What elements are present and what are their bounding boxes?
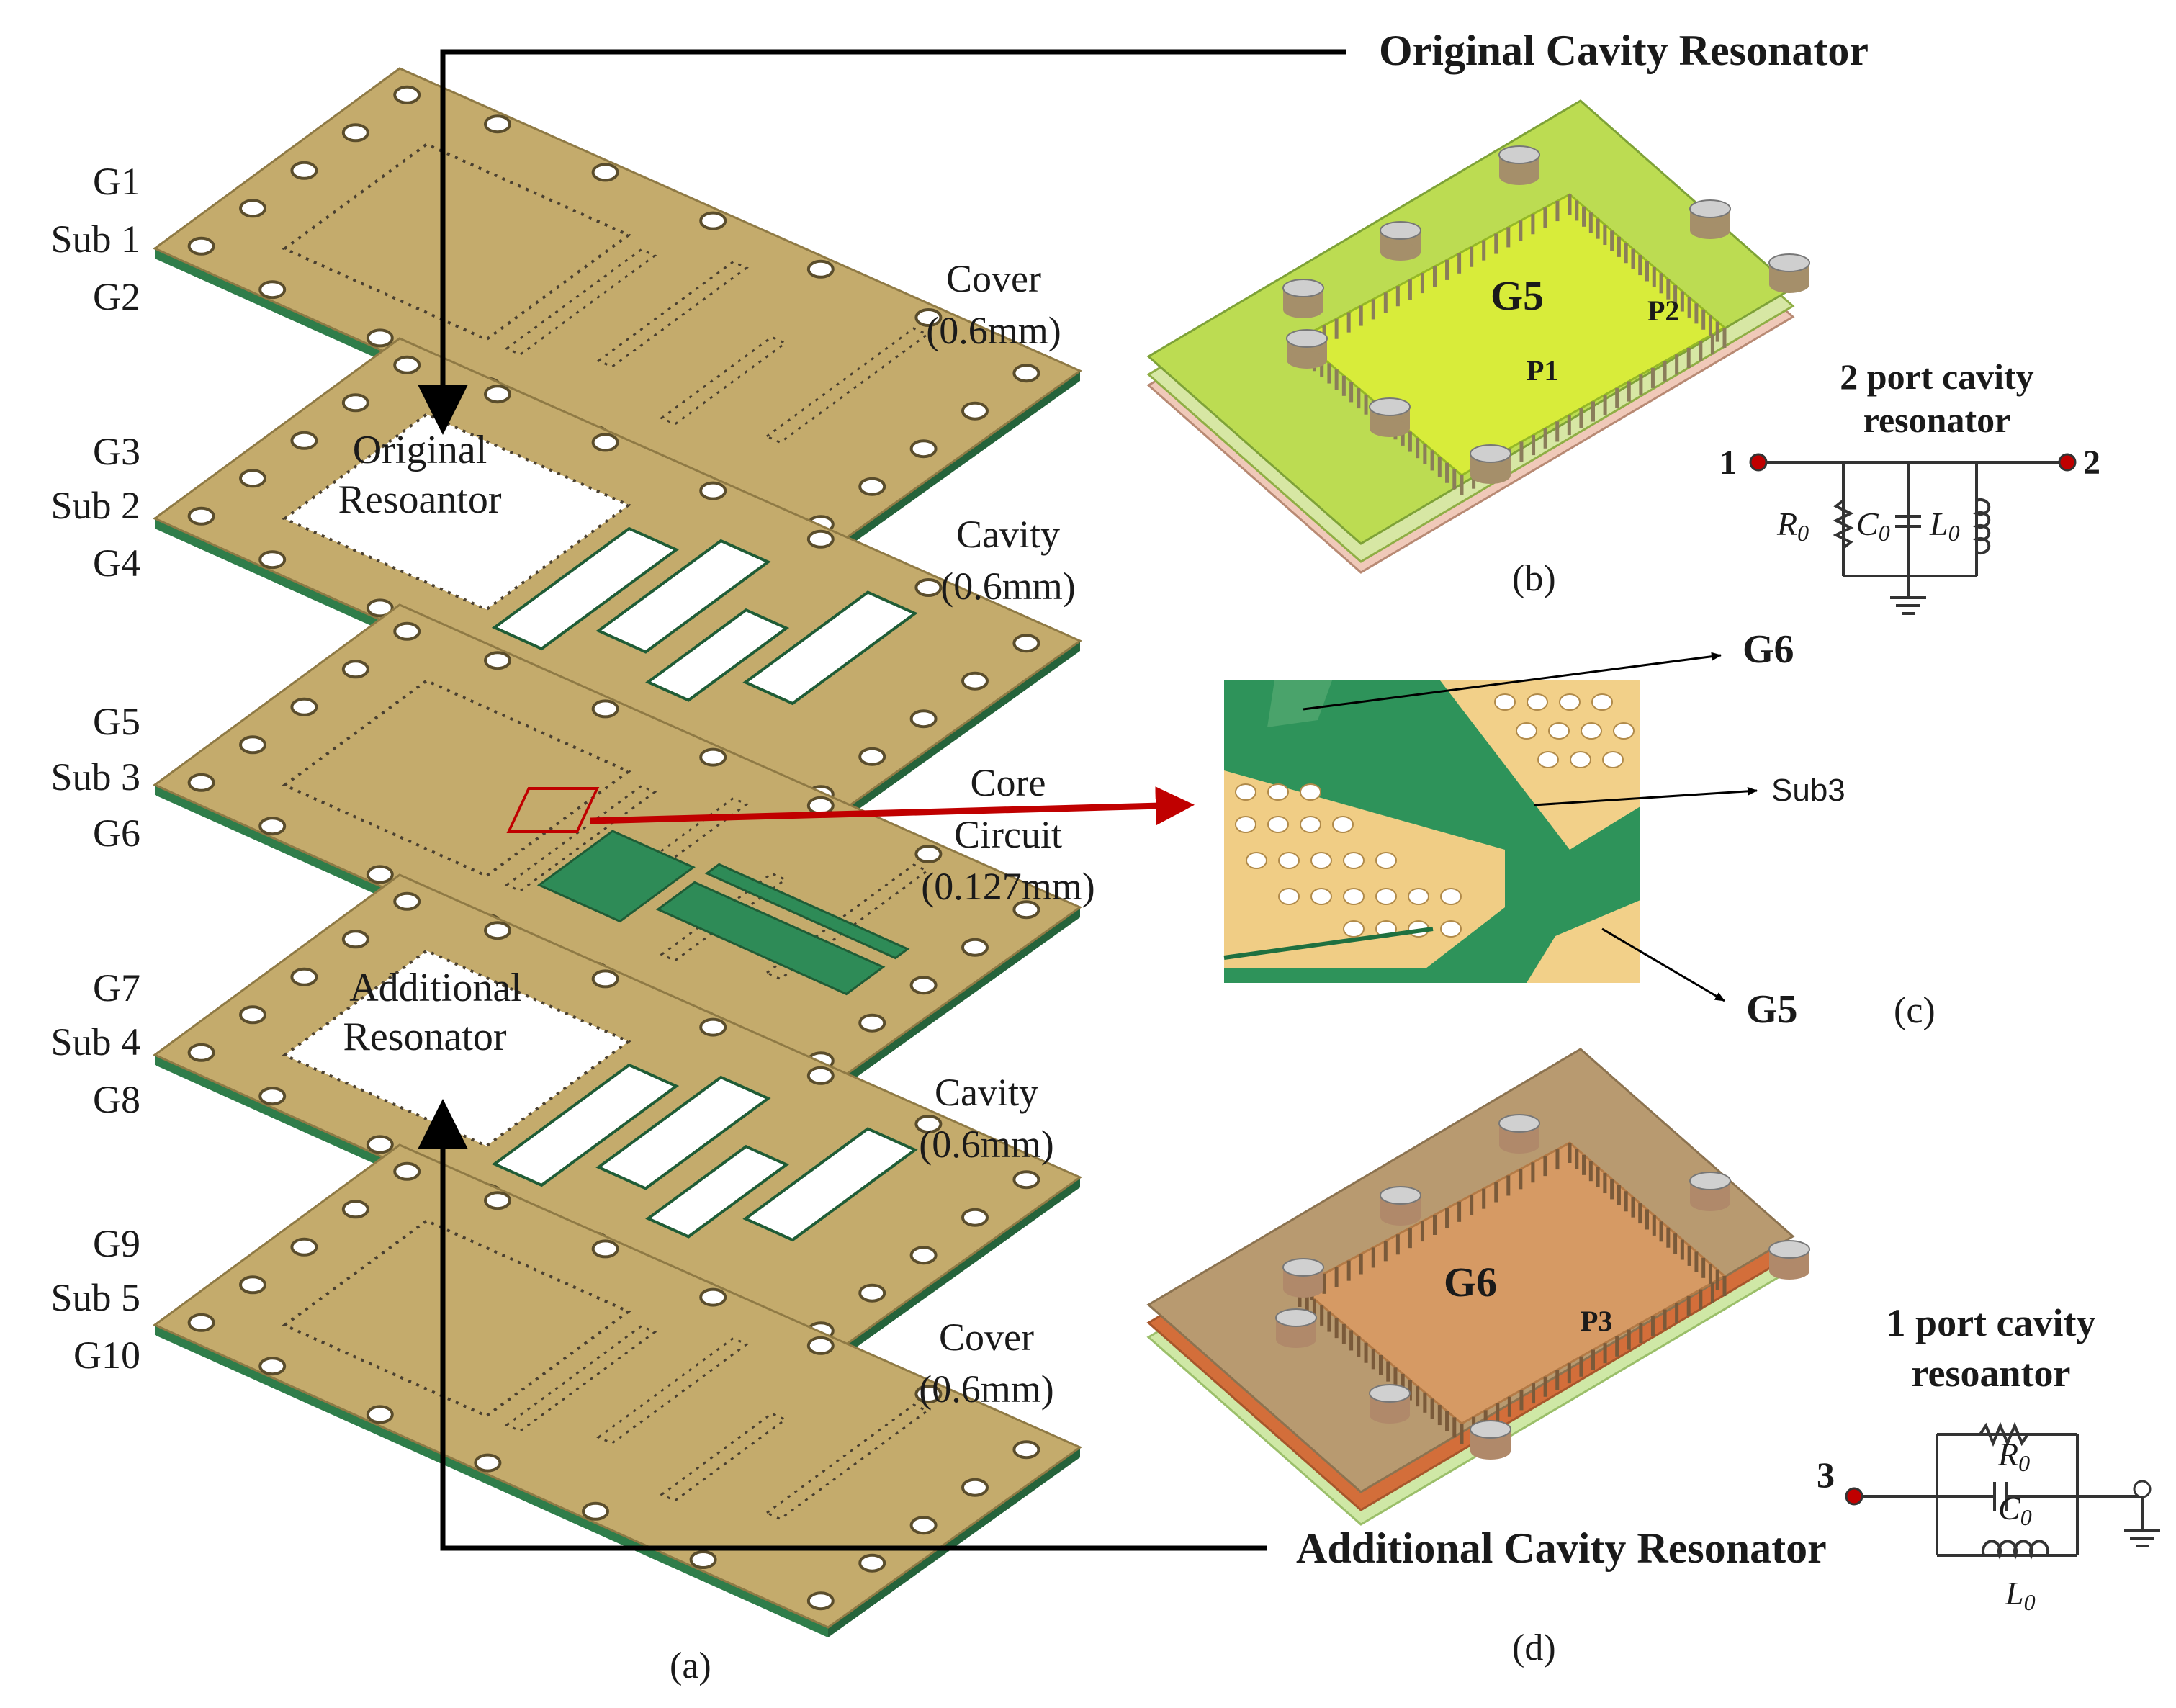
layer-label-2: Sub 1 xyxy=(50,217,140,261)
panel-d-circuit xyxy=(1858,1421,2160,1560)
panel-b-R: R0 xyxy=(1776,505,1809,546)
panel-b-node-1-dot xyxy=(1749,453,1768,472)
layer-label-11: Sub 4 xyxy=(50,1020,140,1064)
layer-label-13: G9 xyxy=(93,1222,140,1265)
panel-d-node-3: 3 xyxy=(1817,1455,1835,1495)
panel-c-g6: G6 xyxy=(1743,627,1794,672)
layer-label-12: G8 xyxy=(93,1078,140,1121)
board-label-4-line-2: (0.6mm) xyxy=(919,1123,1053,1166)
layer-label-8: Sub 3 xyxy=(50,755,140,799)
original-resonator-label-2: Resoantor xyxy=(338,477,501,522)
panel-b-circuit-title-2: resonator xyxy=(1863,400,2011,440)
caption-d: (d) xyxy=(1512,1627,1556,1668)
board-label-5-line-2: (0.6mm) xyxy=(919,1367,1053,1411)
exploded-stack xyxy=(153,67,1083,1637)
panel-d-C: C0 xyxy=(1998,1490,2032,1530)
layer-label-10: G7 xyxy=(93,966,140,1010)
panel-b-cavity-render: G5 P1 P2 xyxy=(1146,99,1810,574)
caption-a: (a) xyxy=(670,1645,711,1686)
panel-b-port-1: P1 xyxy=(1527,354,1558,387)
board-label-5-line-1: Cover xyxy=(939,1316,1034,1359)
caption-c: (c) xyxy=(1894,990,1936,1031)
layer-label-5: Sub 2 xyxy=(50,484,140,527)
caption-b: (b) xyxy=(1512,558,1556,599)
panel-d-L: L0 xyxy=(2005,1575,2036,1615)
layer-label-4: G3 xyxy=(93,430,140,473)
original-resonator-label-1: Original xyxy=(353,428,487,472)
panel-b-L: L0 xyxy=(1929,505,1960,546)
panel-c-sub3: Sub3 xyxy=(1771,773,1845,808)
core-circuit-zoom-arrow xyxy=(506,786,1195,833)
layer-label-1: G1 xyxy=(93,160,140,203)
panel-d-port-3: P3 xyxy=(1581,1305,1612,1337)
additional-resonator-label-2: Resonator xyxy=(343,1015,506,1059)
panel-d-node-3-dot xyxy=(1845,1487,1863,1506)
original-resonator-arrow xyxy=(418,49,1346,435)
panel-d-plane-label: G6 xyxy=(1444,1259,1497,1305)
layer-label-3: G2 xyxy=(93,275,140,318)
board-label-2-line-1: Cavity xyxy=(956,513,1060,556)
layer-label-7: G5 xyxy=(93,700,140,743)
panel-c-g5: G5 xyxy=(1746,987,1798,1032)
board-5 xyxy=(153,1143,1083,1637)
board-label-4-line-1: Cavity xyxy=(935,1071,1038,1114)
panel-b-port-2: P2 xyxy=(1647,295,1679,327)
panel-b-node-2-dot xyxy=(2058,453,2077,472)
board-label-2-line-2: (0.6mm) xyxy=(940,565,1075,608)
additional-resonator-label-1: Additional xyxy=(349,966,522,1010)
panel-d-circuit-title-2: resoantor xyxy=(1912,1352,2071,1395)
panel-b-plane-label: G5 xyxy=(1491,272,1544,319)
panel-b-node-1: 1 xyxy=(1719,444,1737,482)
g5-pointer xyxy=(1601,927,1725,1002)
panel-b-circuit xyxy=(1763,461,2063,615)
panel-d-circuit-title-1: 1 port cavity xyxy=(1887,1301,2096,1344)
board-label-1-line-1: Cover xyxy=(946,257,1041,300)
additional-resonator-arrow xyxy=(418,1099,1267,1551)
board-label-3-line-3: (0.127mm) xyxy=(921,865,1094,908)
original-cavity-title: Original Cavity Resonator xyxy=(1379,27,1869,74)
layer-label-9: G6 xyxy=(93,812,140,855)
board-label-1-line-2: (0.6mm) xyxy=(926,309,1061,352)
panel-b-circuit-title-1: 2 port cavity xyxy=(1840,356,2033,397)
sub3-pointer xyxy=(1533,786,1758,806)
additional-cavity-title: Additional Cavity Resonator xyxy=(1296,1524,1827,1572)
g6-pointer xyxy=(1303,652,1722,711)
board-label-3-line-2: Circuit xyxy=(954,813,1062,856)
panel-d-cavity-render: G6 P3 xyxy=(1146,1048,1810,1526)
panel-c-zoom xyxy=(1223,680,1640,983)
panel-d-ground-node xyxy=(2133,1480,2152,1498)
layer-label-14: Sub 5 xyxy=(50,1276,140,1319)
board-3 xyxy=(153,603,1083,1097)
panel-d-R: R0 xyxy=(1997,1436,2030,1476)
layer-label-15: G10 xyxy=(73,1334,140,1377)
panel-b-C: C0 xyxy=(1856,505,1890,546)
layer-label-6: G4 xyxy=(93,541,140,585)
panel-b-node-2: 2 xyxy=(2083,444,2100,482)
board-label-3-line-1: Core xyxy=(971,761,1046,804)
